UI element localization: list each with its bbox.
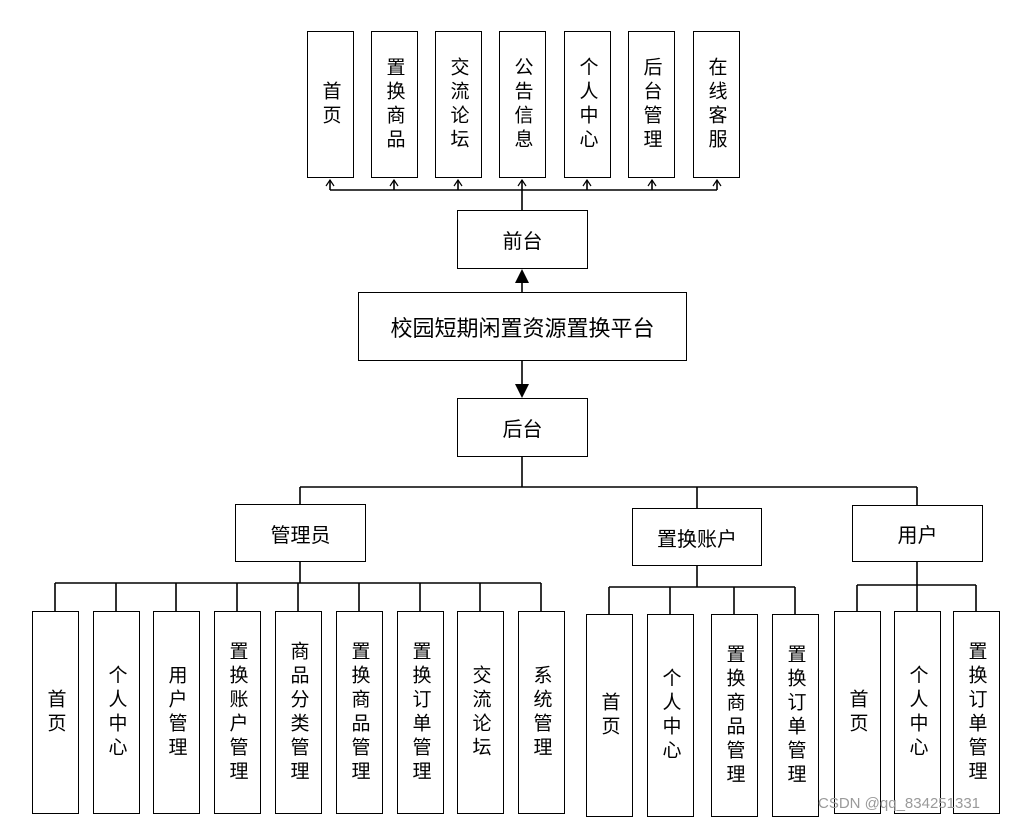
admin-item-swap-goods-manage: 置换商品管理: [336, 611, 383, 814]
backend-connectors: [299, 457, 918, 508]
frontend-item-online-service: 在线客服: [693, 31, 740, 178]
swap-account-item-swap-goods-manage: 置换商品管理: [711, 614, 758, 817]
swap-account-item-swap-order-manage: 置换订单管理: [772, 614, 819, 817]
role-user-node: 用户: [852, 505, 983, 562]
admin-item-swap-account-manage: 置换账户管理: [214, 611, 261, 814]
user-item-home: 首页: [834, 611, 881, 814]
role-admin-node: 管理员: [235, 504, 366, 562]
frontend-item-notice: 公告信息: [499, 31, 546, 178]
user-item-swap-order-manage: 置换订单管理: [953, 611, 1000, 814]
swap-account-item-personal-center: 个人中心: [647, 614, 694, 817]
admin-item-user-manage: 用户管理: [153, 611, 200, 814]
swap-account-item-home: 首页: [586, 614, 633, 817]
frontend-item-backend-manage: 后台管理: [628, 31, 675, 178]
admin-item-category-manage: 商品分类管理: [275, 611, 322, 814]
frontend-item-home: 首页: [307, 31, 354, 178]
user-item-personal-center: 个人中心: [894, 611, 941, 814]
swap-account-connectors: [608, 566, 796, 614]
root-arrows: [515, 269, 529, 398]
backend-node: 后台: [457, 398, 588, 457]
admin-item-swap-order-manage: 置换订单管理: [397, 611, 444, 814]
frontend-connectors: [330, 180, 717, 210]
admin-connectors: [54, 562, 542, 611]
frontend-node: 前台: [457, 210, 588, 269]
frontend-item-swap-goods: 置换商品: [371, 31, 418, 178]
admin-item-system-manage: 系统管理: [518, 611, 565, 814]
admin-item-home: 首页: [32, 611, 79, 814]
watermark-text: CSDN @qq_834251331: [818, 795, 981, 812]
platform-root-node: 校园短期闲置资源置换平台: [358, 292, 687, 361]
admin-item-personal-center: 个人中心: [93, 611, 140, 814]
role-swap-account-node: 置换账户: [632, 508, 762, 566]
frontend-item-personal-center: 个人中心: [564, 31, 611, 178]
user-connectors: [856, 562, 977, 611]
admin-item-forum: 交流论坛: [457, 611, 504, 814]
frontend-item-forum: 交流论坛: [435, 31, 482, 178]
